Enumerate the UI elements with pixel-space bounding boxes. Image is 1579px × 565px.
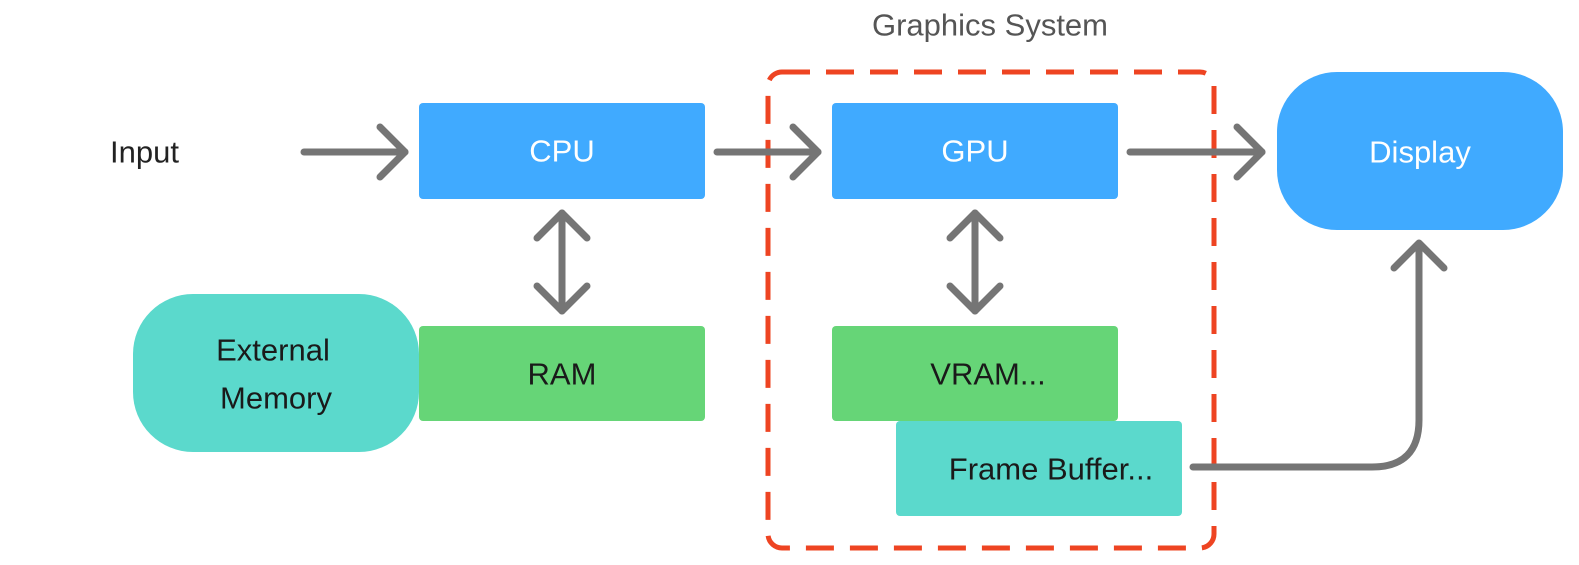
input-label: Input — [110, 135, 179, 170]
ram-label: RAM — [528, 357, 597, 392]
external-memory-label-line2: Memory — [220, 381, 332, 416]
external-memory-node: External Memory — [133, 294, 419, 452]
cpu-node: CPU — [419, 103, 705, 199]
arrow-cpu-ram-bidirectional — [533, 209, 591, 315]
display-node: Display — [1277, 72, 1563, 230]
graphics-system-group-border — [765, 69, 1217, 551]
arrow-cpu-to-gpu — [713, 123, 822, 181]
arrow-frame-buffer-to-display — [1189, 239, 1448, 471]
arrow-gpu-vram-bidirectional — [946, 209, 1004, 315]
arrow-gpu-to-display — [1126, 123, 1266, 181]
frame-buffer-node: Frame Buffer... — [896, 421, 1182, 516]
ram-node: RAM — [419, 326, 705, 421]
cpu-label: CPU — [529, 134, 594, 169]
group-title: Graphics System — [872, 8, 1108, 43]
gpu-label: GPU — [941, 134, 1008, 169]
vram-node: VRAM... — [832, 326, 1118, 421]
gpu-node: GPU — [832, 103, 1118, 199]
display-label: Display — [1369, 135, 1471, 170]
arrow-input-to-cpu — [300, 123, 409, 181]
external-memory-label-line1: External — [216, 333, 330, 368]
frame-buffer-label: Frame Buffer... — [949, 452, 1153, 487]
vram-label: VRAM... — [930, 357, 1045, 392]
